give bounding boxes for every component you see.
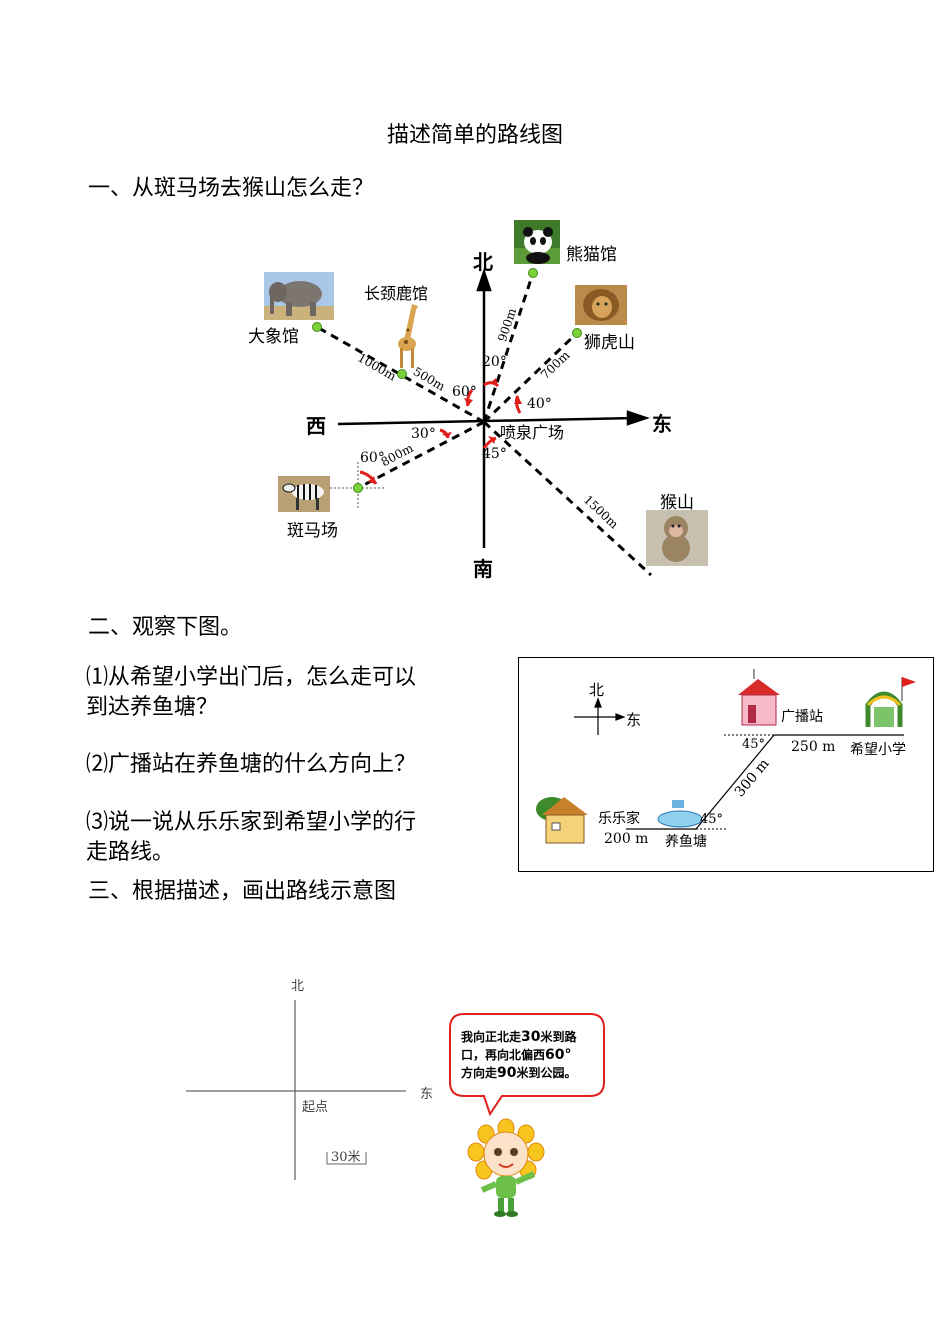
section1-heading: 一、从斑马场去猴山怎么走？ — [88, 176, 375, 201]
panda-angle: 20° — [482, 354, 507, 370]
north-arrowhead — [476, 268, 492, 292]
speech-bubble — [449, 1013, 605, 1117]
s3-north: 北 — [291, 979, 305, 994]
lion-angle: 40° — [527, 396, 552, 412]
section3-heading: 三、根据描述，画出路线示意图 — [88, 879, 397, 904]
giraffe-image — [398, 304, 418, 368]
zebra-image — [278, 476, 330, 512]
map-pond: 养鱼塘 — [665, 834, 707, 850]
monkey-label: 猴山 — [660, 493, 694, 513]
map-pond-angle: 45° — [700, 812, 724, 827]
question2: ⑵广播站在养鱼塘的什么方向上？ — [86, 752, 417, 777]
map-station-school-distance: 250 m — [791, 739, 836, 755]
route-panda — [482, 272, 535, 423]
s3-scale: 30米 — [331, 1150, 361, 1165]
question1-line2: 到达养鱼塘？ — [86, 695, 219, 720]
panda-point — [528, 268, 538, 278]
panda-label: 熊猫馆 — [566, 245, 617, 265]
route-map-box — [518, 657, 934, 872]
elephant-label: 大象馆 — [248, 327, 299, 347]
lion-label: 狮虎山 — [584, 333, 635, 353]
compass-route-diagram — [312, 268, 653, 577]
route-elephant — [316, 325, 485, 424]
map-north: 北 — [589, 681, 605, 699]
school-icon — [865, 677, 916, 727]
map-east: 东 — [626, 711, 642, 729]
lion-point — [572, 328, 582, 338]
route-monkey — [482, 420, 653, 577]
page-title: 描述简单的路线图 — [386, 123, 563, 148]
route-zebra — [357, 420, 485, 490]
route-map-svg — [536, 669, 916, 844]
giraffe-angle: 60° — [452, 384, 477, 400]
elephant-point — [312, 322, 322, 332]
blank-compass-axes — [186, 1000, 406, 1180]
giraffe-label: 长颈鹿馆 — [364, 284, 429, 303]
south-label: 南 — [473, 557, 493, 581]
map-home: 乐乐家 — [598, 811, 640, 827]
zebra-center-angle: 30° — [411, 426, 436, 442]
map-station-angle: 45° — [742, 737, 766, 752]
s3-start: 起点 — [302, 1100, 329, 1115]
station-icon — [738, 669, 780, 726]
panda-image — [514, 220, 560, 264]
center-label: 喷泉广场 — [500, 423, 565, 442]
question3-line1: ⑶说一说从乐乐家到希望小学的行 — [86, 810, 417, 835]
bubble-line1: 我向正北走30米到路 — [461, 1029, 577, 1045]
elephant-image — [264, 272, 334, 320]
lion-image — [575, 285, 627, 325]
sunflower-mascot-image — [467, 1118, 545, 1217]
monkey-image — [646, 510, 708, 566]
s3-east: 东 — [420, 1087, 434, 1102]
zebra-point — [353, 483, 363, 493]
section2-heading: 二、观察下图。 — [88, 615, 243, 640]
zebra-label: 斑马场 — [287, 521, 338, 541]
question1-line1: ⑴从希望小学出门后，怎么走可以 — [86, 665, 417, 690]
map-school: 希望小学 — [850, 742, 906, 758]
east-arrowhead — [626, 410, 650, 426]
east-label: 东 — [652, 412, 672, 436]
bubble-line3: 方向走90米到公园。 — [461, 1065, 577, 1081]
question3-line2: 走路线。 — [86, 840, 175, 865]
west-label: 西 — [306, 414, 326, 438]
map-home-pond-distance: 200 m — [604, 831, 649, 847]
monkey-angle: 45° — [482, 446, 507, 462]
route-lion — [482, 331, 579, 424]
map-station: 广播站 — [781, 709, 823, 725]
pond-icon — [657, 800, 703, 828]
giraffe-point — [397, 369, 407, 379]
bubble-line2: 口，再向北偏西60° — [461, 1047, 572, 1063]
home-icon — [536, 797, 588, 844]
zebra-angle: 60° — [360, 450, 385, 466]
north-label: 北 — [473, 250, 493, 274]
